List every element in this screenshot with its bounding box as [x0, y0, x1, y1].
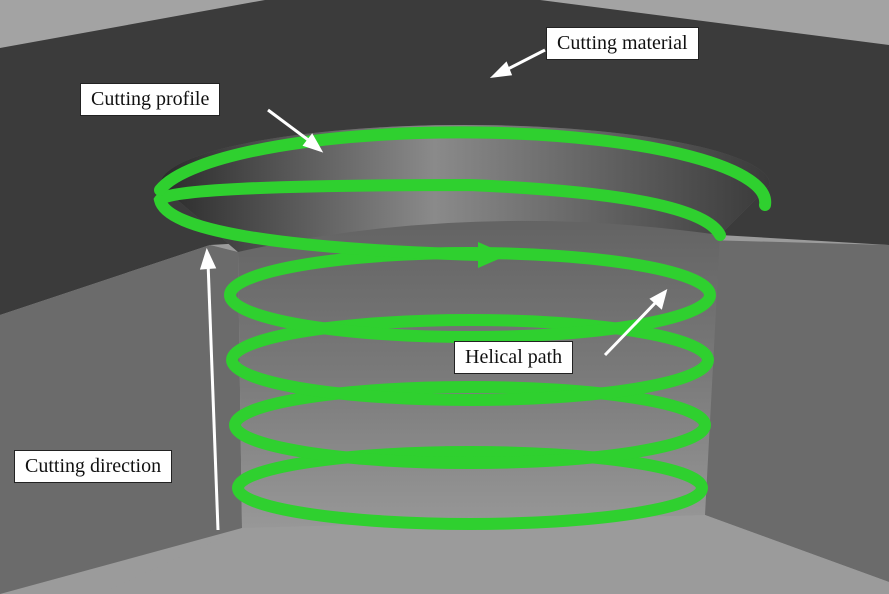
label-cutting-profile: Cutting profile — [80, 83, 221, 116]
right-block-face — [705, 240, 889, 582]
helix-top-back — [154, 126, 772, 211]
direction-arrowhead-icon — [478, 242, 508, 268]
hole-floor — [100, 515, 889, 594]
label-cutting-direction: Cutting direction — [14, 450, 173, 483]
left-block-face — [0, 245, 242, 594]
helical-path — [153, 126, 772, 530]
helix-turn — [226, 314, 714, 406]
annotation-arrows — [199, 48, 668, 531]
helix-turn — [229, 381, 711, 469]
label-helical-path: Helical path — [454, 341, 574, 374]
top-surface — [0, 0, 889, 48]
label-cutting-material: Cutting material — [546, 27, 699, 60]
helix-top-turn — [153, 178, 726, 261]
helix-turn — [232, 446, 708, 530]
